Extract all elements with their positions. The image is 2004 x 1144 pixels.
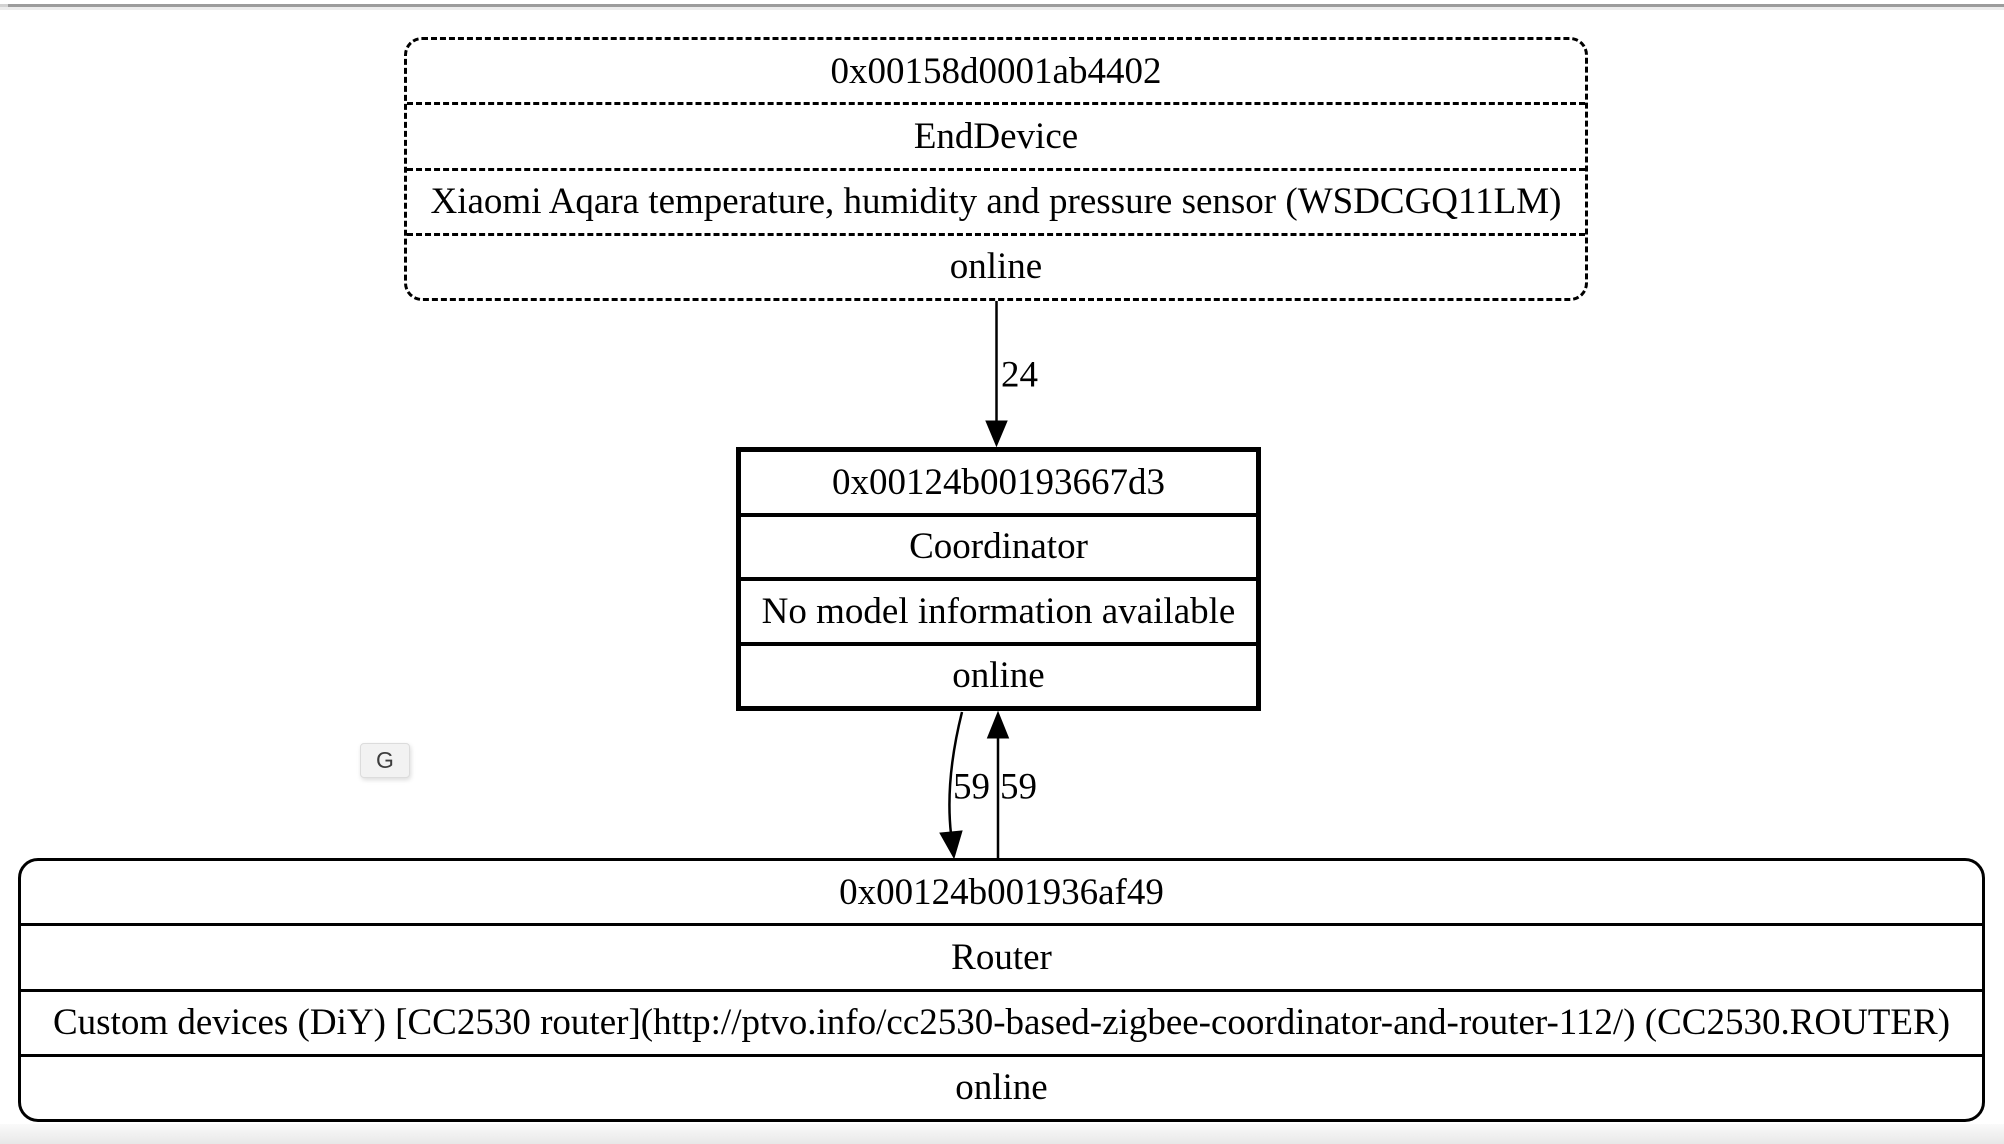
node-type: EndDevice <box>407 102 1585 167</box>
node-status: online <box>741 641 1256 707</box>
top-divider-stub <box>0 4 8 7</box>
g-button[interactable]: G <box>360 743 410 778</box>
node-type: Router <box>21 923 1982 988</box>
edge-label-enddevice-coordinator: 24 <box>1001 354 1038 396</box>
bottom-strip <box>0 1124 2004 1144</box>
node-type: Coordinator <box>741 512 1256 578</box>
node-model: Xiaomi Aqara temperature, humidity and p… <box>407 167 1585 233</box>
edge-label-router-coordinator: 59 <box>1000 766 1037 808</box>
node-status: online <box>407 232 1585 298</box>
node-model: Custom devices (DiY) [CC2530 router](htt… <box>21 988 1982 1054</box>
top-divider-band <box>0 4 2004 10</box>
node-address: 0x00158d0001ab4402 <box>830 50 1162 92</box>
node-end-device[interactable]: 0x00158d0001ab4402 EndDevice Xiaomi Aqar… <box>404 37 1588 301</box>
node-status: online <box>21 1053 1982 1119</box>
edge-label-coordinator-router: 59 <box>953 766 990 808</box>
node-router[interactable]: 0x00124b001936af49 Router Custom devices… <box>18 858 1985 1122</box>
node-address: 0x00124b00193667d3 <box>832 461 1165 503</box>
node-model: No model information available <box>741 577 1256 642</box>
top-divider-line <box>8 4 2004 7</box>
node-address: 0x00124b001936af49 <box>839 871 1164 913</box>
node-coordinator[interactable]: 0x00124b00193667d3 Coordinator No model … <box>736 447 1261 711</box>
